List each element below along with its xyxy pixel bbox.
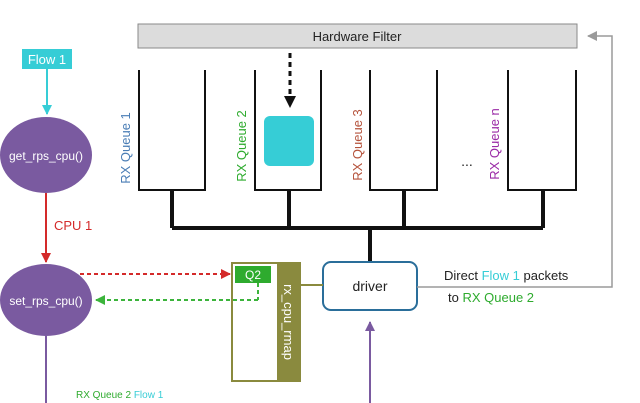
rx-cpu-rmap-band bbox=[277, 263, 300, 381]
rx-queue-1-bucket bbox=[138, 70, 206, 191]
rx-queue-n: RX Queue n bbox=[487, 70, 577, 191]
rx-queue-n-bucket bbox=[507, 70, 577, 191]
cpu-1-label: CPU 1 bbox=[54, 218, 92, 233]
direct-note-line-1: Direct Flow 1 packets bbox=[444, 268, 569, 283]
more-queues-ellipsis: ... bbox=[461, 153, 473, 169]
driver-label: driver bbox=[352, 278, 387, 294]
rx-cpu-rmap-label: rx_cpu_rmap bbox=[281, 284, 296, 360]
set-rps-cpu-node: set_rps_cpu() bbox=[0, 264, 92, 336]
rx-queue-1-label: RX Queue 1 bbox=[118, 112, 133, 184]
set-rps-cpu-ellipse bbox=[0, 264, 92, 336]
set-rps-cpu-label: set_rps_cpu() bbox=[9, 294, 82, 308]
flow-1-badge: Flow 1 bbox=[22, 49, 72, 69]
flow-1-badge-label: Flow 1 bbox=[28, 52, 66, 67]
rx-queue-1: RX Queue 1 bbox=[118, 70, 206, 191]
feedback-arrow bbox=[417, 31, 613, 288]
q2-box bbox=[235, 266, 271, 283]
rx-queue-n-label: RX Queue n bbox=[487, 108, 502, 180]
rx-queue-3: RX Queue 3 bbox=[350, 70, 438, 191]
queue-bus-tree bbox=[170, 190, 545, 262]
get-rps-cpu-ellipse bbox=[0, 117, 92, 193]
hardware-filter: Hardware Filter bbox=[137, 23, 578, 49]
bottom-note: RX Queue 2 Flow 1 bbox=[76, 390, 164, 401]
flow-1-badge-box bbox=[22, 49, 72, 69]
rx-cpu-rmap: rx_cpu_rmap Q2 bbox=[231, 262, 301, 382]
q2-label: Q2 bbox=[245, 268, 261, 282]
packet-block bbox=[264, 116, 314, 166]
direct-note-line-2: to RX Queue 2 bbox=[448, 290, 534, 305]
get-rps-cpu-node: get_rps_cpu() bbox=[0, 117, 92, 193]
rx-queue-3-bucket bbox=[369, 70, 438, 191]
rx-queue-2-label: RX Queue 2 bbox=[234, 110, 249, 182]
rx-queue-3-label: RX Queue 3 bbox=[350, 109, 365, 181]
driver: driver bbox=[322, 261, 418, 311]
get-rps-cpu-label: get_rps_cpu() bbox=[9, 149, 83, 163]
hardware-filter-box bbox=[137, 23, 578, 49]
hardware-filter-label: Hardware Filter bbox=[313, 29, 403, 44]
